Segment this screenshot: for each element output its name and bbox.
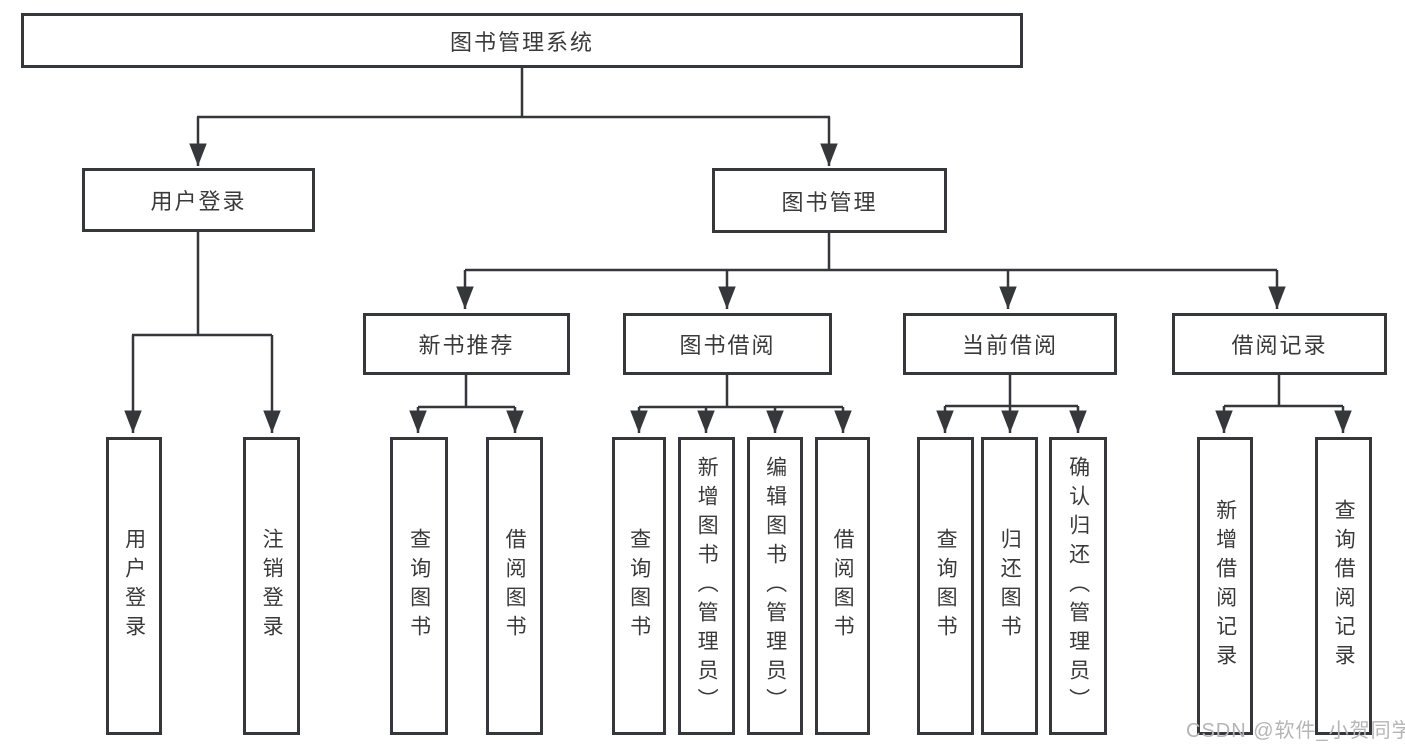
node-user-login: 用户登录 [82,168,315,232]
leaf-record-query-borrow-record: 查询借阅记录 [1315,437,1372,735]
node-current-borrowing: 当前借阅 [903,313,1117,375]
node-book-borrowing: 图书借阅 [623,313,832,375]
connector-current-borrowing [936,374,1087,433]
node-borrow-records: 借阅记录 [1172,313,1387,375]
node-new-book-recommend: 新书推荐 [363,313,570,375]
csdn-watermark: CSDN @软件_小贺同学 [1186,720,1405,742]
leaf-borrow-add-books-admin: 新增图书（管理员） [678,437,735,735]
leaf-borrow-query-books: 查询图书 [612,437,666,735]
leaf-current-query-books: 查询图书 [917,437,974,735]
connector-new-book-recommend [409,374,524,433]
root-node-library-system: 图书管理系统 [21,13,1023,68]
leaf-current-confirm-return-admin: 确认归还（管理员） [1049,437,1107,735]
connector-borrow-records [1215,374,1352,433]
leaf-borrow-borrow-books: 借阅图书 [815,437,870,735]
connector-root [189,68,838,166]
connector-book-borrowing [630,374,852,433]
leaf-newbook-borrow-books: 借阅图书 [486,437,543,735]
connector-user-login [124,231,281,433]
leaf-current-return-books: 归还图书 [981,437,1038,735]
leaf-newbook-query-books: 查询图书 [390,437,448,735]
leaf-user-login: 用户登录 [106,437,162,735]
connector-book-management [456,232,1286,309]
leaf-borrow-edit-books-admin: 编辑图书（管理员） [747,437,803,735]
leaf-logout-login: 注销登录 [243,437,300,735]
leaf-record-add-borrow-record: 新增借阅记录 [1197,437,1253,735]
node-book-management: 图书管理 [712,168,947,233]
